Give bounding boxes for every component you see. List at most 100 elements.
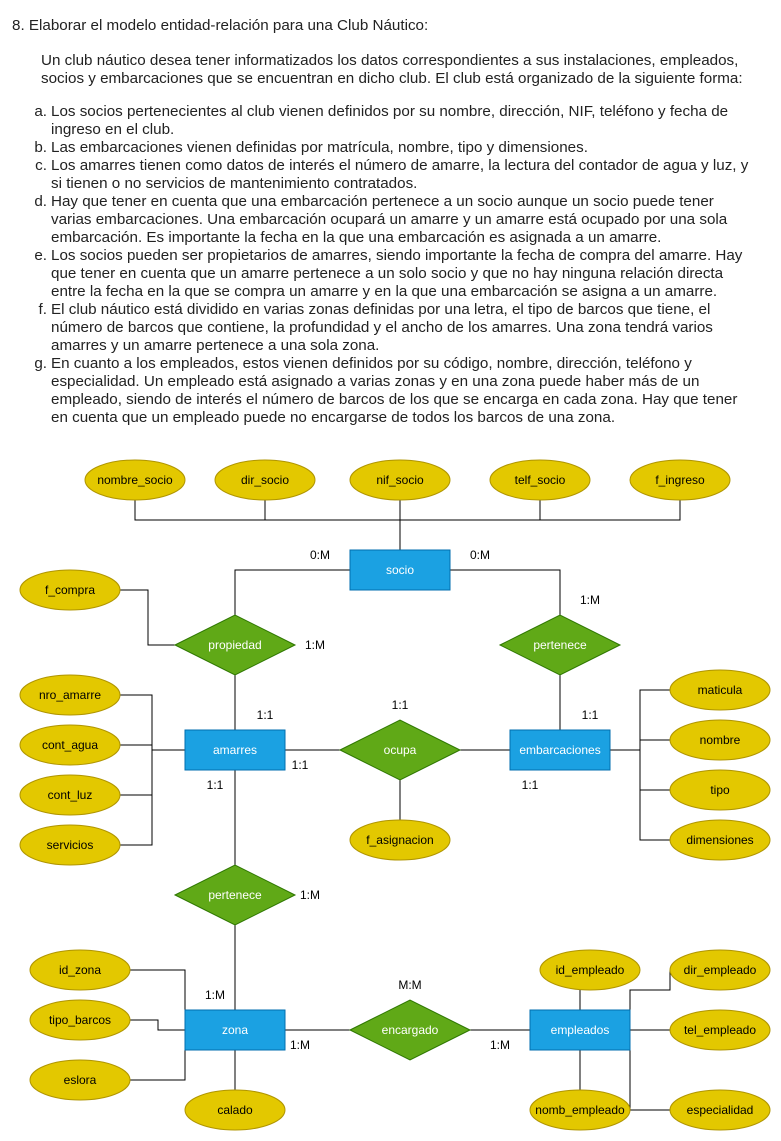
attribute-f-asignacion: f_asignacion <box>349 819 451 861</box>
connector <box>134 500 681 521</box>
attribute-servicios: servicios <box>19 824 121 866</box>
attribute-ellipse <box>19 569 121 611</box>
entity-label: empleados <box>551 1023 610 1037</box>
attribute-nomb-empleado: nomb_empleado <box>529 1089 631 1131</box>
cardinality-label: 1:M <box>490 1038 510 1052</box>
attribute-ellipse <box>349 459 451 501</box>
cardinality-label: 1:M <box>290 1038 310 1052</box>
list-item-line: número de barcos que contiene, la profun… <box>51 319 713 336</box>
attribute-ellipse <box>29 999 131 1041</box>
entity-box <box>184 729 286 771</box>
attribute-ellipse <box>489 459 591 501</box>
attribute-ellipse <box>19 824 121 866</box>
cardinality-label: 1:M <box>205 988 225 1002</box>
relation-diamond <box>338 719 462 781</box>
attribute-label: tel_empleado <box>684 1023 756 1037</box>
list-letter: g. <box>34 355 47 372</box>
relation-label: encargado <box>382 1023 439 1037</box>
attribute-label: tipo_barcos <box>49 1013 111 1027</box>
attribute-label: servicios <box>47 838 94 852</box>
connector-lines <box>120 500 681 1111</box>
cardinality-label: 1:1 <box>292 758 309 772</box>
attribute-dir-socio: dir_socio <box>214 459 316 501</box>
attribute-ellipse <box>29 1059 131 1101</box>
attribute-ellipse <box>529 1089 631 1131</box>
entity-box <box>349 549 451 591</box>
entity-box <box>184 1009 286 1051</box>
connector <box>450 569 561 615</box>
entity-label: zona <box>222 1023 248 1037</box>
list-item-line: En cuanto a los empleados, estos vienen … <box>51 355 692 372</box>
attribute-nombre-socio: nombre_socio <box>84 459 186 501</box>
list-item-line: si tienen o no servicios de mantenimient… <box>51 175 418 192</box>
relation-label: pertenece <box>533 638 587 652</box>
attribute-label: dimensiones <box>686 833 753 847</box>
attribute-label: cont_agua <box>42 738 98 752</box>
relation-diamond <box>498 614 622 676</box>
exercise-heading: 8. Elaborar el modelo entidad-relación p… <box>12 17 429 34</box>
list-item-line: Hay que tener en cuenta que una embarcac… <box>51 193 714 210</box>
cardinality-label: 1:1 <box>582 708 599 722</box>
relation-label: propiedad <box>208 638 261 652</box>
list-item-line: en cuenta que un empleado puede no encar… <box>51 409 616 426</box>
relation-label: ocupa <box>384 743 417 757</box>
attribute-label: f_ingreso <box>655 473 705 487</box>
attribute-label: maticula <box>698 683 743 697</box>
list-item-line: Los socios pertenecientes al club vienen… <box>51 103 729 120</box>
entity-box <box>509 729 611 771</box>
attribute-label: nombre <box>700 733 741 747</box>
attribute-nro-amarre: nro_amarre <box>19 674 121 716</box>
connector <box>629 970 671 1111</box>
list-letter: e. <box>34 247 47 264</box>
attribute-f-ingreso: f_ingreso <box>629 459 731 501</box>
attribute-label: id_zona <box>59 963 101 977</box>
attribute-ellipse <box>629 459 731 501</box>
attribute-label: nro_amarre <box>39 688 101 702</box>
connector <box>130 1050 186 1081</box>
attribute-label: nomb_empleado <box>535 1103 625 1117</box>
attribute-ellipse <box>214 459 316 501</box>
relation-diamond <box>348 999 472 1061</box>
cardinality-label: 1:M <box>300 888 320 902</box>
entity-label: socio <box>386 563 414 577</box>
connector <box>120 694 153 846</box>
attribute-cont-agua: cont_agua <box>19 724 121 766</box>
attribute-ellipse <box>19 674 121 716</box>
attribute-tipo-barcos: tipo_barcos <box>29 999 131 1041</box>
list-item-line: El club náutico está dividido en varias … <box>51 301 711 318</box>
intro-line: Un club náutico desea tener informatizad… <box>41 52 739 69</box>
cardinality-label: 1:1 <box>257 708 274 722</box>
cardinality-label: 1:1 <box>207 778 224 792</box>
relation-diamond <box>173 614 297 676</box>
cardinality-label: M:M <box>398 978 421 992</box>
exercise-intro: Un club náutico desea tener informatizad… <box>41 52 761 88</box>
entity-amarres: amarres <box>184 729 286 771</box>
attribute-label: eslora <box>64 1073 97 1087</box>
cardinality-label: 1:M <box>580 593 600 607</box>
entity-empleados: empleados <box>529 1009 631 1051</box>
connector <box>130 1019 185 1031</box>
attribute-label: nombre_socio <box>97 473 173 487</box>
attribute-id-empleado: id_empleado <box>539 949 641 991</box>
attribute-ellipse <box>669 819 771 861</box>
list-item-line: Los socios pueden ser propietarios de am… <box>51 247 743 264</box>
list-letter: f. <box>38 301 47 318</box>
attribute-label: dir_socio <box>241 473 289 487</box>
attribute-ellipse <box>669 669 771 711</box>
attribute-cont-luz: cont_luz <box>19 774 121 816</box>
attribute-ellipse <box>669 949 771 991</box>
attribute-label: f_compra <box>45 583 95 597</box>
relation-label: pertenece <box>208 888 262 902</box>
attribute-label: dir_empleado <box>684 963 757 977</box>
attribute-nombre: nombre <box>669 719 771 761</box>
attribute-ellipse <box>184 1089 286 1131</box>
attribute-label: nif_socio <box>376 473 424 487</box>
cardinality-label: 1:M <box>305 638 325 652</box>
list-item-line: Las embarcaciones vienen definidas por m… <box>51 139 588 156</box>
attribute-ellipse <box>539 949 641 991</box>
attribute-ellipse <box>29 949 131 991</box>
attribute-dir-empleado: dir_empleado <box>669 949 771 991</box>
attribute-telf-socio: telf_socio <box>489 459 591 501</box>
attribute-eslora: eslora <box>29 1059 131 1101</box>
